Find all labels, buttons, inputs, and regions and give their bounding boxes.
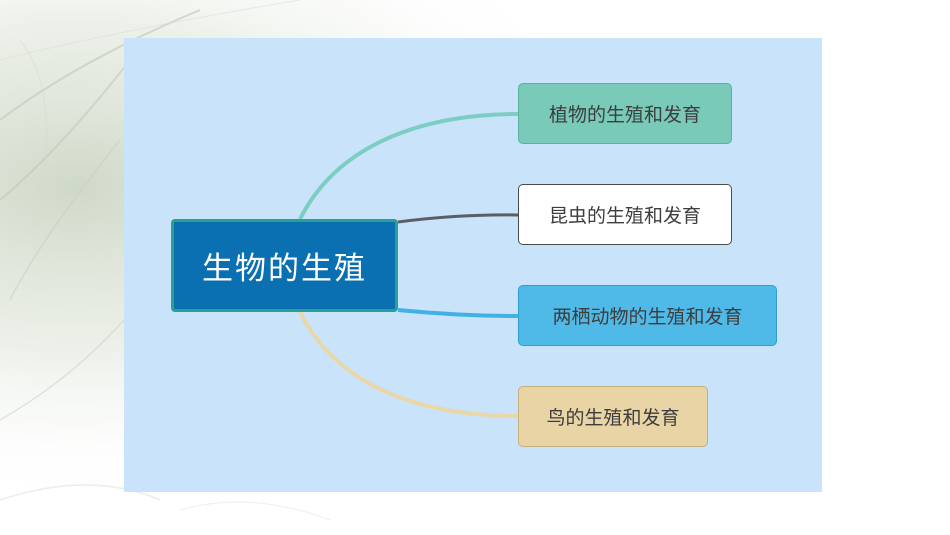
branch-plant-reproduction[interactable]: 植物的生殖和发育 [518, 83, 732, 144]
central-topic[interactable]: 生物的生殖 [171, 219, 398, 312]
branch-amphibian-reproduction[interactable]: 两栖动物的生殖和发育 [518, 285, 777, 346]
connector-bird [298, 311, 519, 418]
branch-insect-reproduction[interactable]: 昆虫的生殖和发育 [518, 184, 732, 245]
connector-insect [397, 213, 519, 224]
branch-bird-reproduction[interactable]: 鸟的生殖和发育 [518, 386, 708, 447]
connector-amphibian [397, 308, 519, 318]
connector-plant [298, 112, 519, 220]
